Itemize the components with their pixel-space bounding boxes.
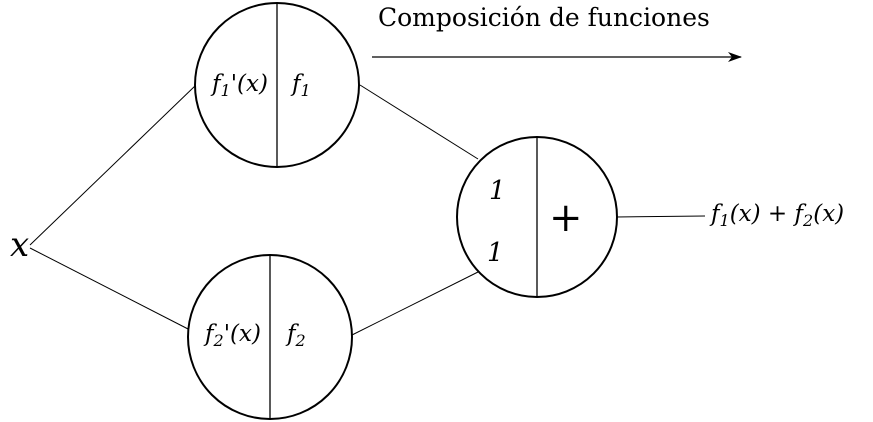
edge-x-to-bottom	[29, 247, 191, 331]
node-bottom-left-label: f2'(x)	[203, 321, 261, 350]
node-sum-weight-bottom: 1	[487, 238, 504, 268]
node-sum: 1 1 +	[456, 136, 618, 298]
node-top-left-label: f1'(x)	[210, 71, 268, 100]
edge-top-to-sum	[359, 84, 479, 160]
node-top: f1'(x) f1	[194, 2, 360, 168]
node-sum-operator: +	[549, 195, 583, 241]
output-label: f1(x) + f2(x)	[709, 201, 844, 230]
node-bottom-right-label: f2	[285, 321, 306, 350]
node-bottom: f2'(x) f2	[187, 254, 353, 420]
edge-sum-to-output	[615, 215, 706, 218]
edge-bottom-to-sum	[351, 271, 479, 336]
node-sum-weight-top: 1	[489, 176, 506, 206]
input-label: x	[10, 225, 29, 265]
diagram-title: Composición de funciones	[378, 3, 710, 32]
edge-x-to-top	[29, 84, 197, 246]
node-top-right-label: f1	[290, 71, 311, 100]
